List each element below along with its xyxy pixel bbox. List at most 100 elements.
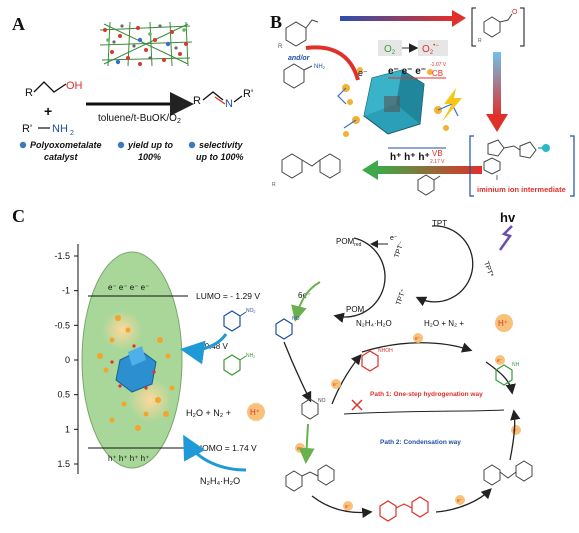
axis-tick-label: -1.5 bbox=[54, 251, 70, 261]
panel-c: C -1.5-1-0.500.511.5 e⁻ e⁻ e⁻ e⁻ h⁺ h⁺ h… bbox=[12, 206, 533, 522]
tpt-minus-label: TPT⁻ bbox=[393, 240, 405, 259]
plus-sign: + bbox=[44, 103, 52, 119]
light-arrow-icon bbox=[498, 225, 513, 251]
iminium-intermediate: I iminium ion intermediate bbox=[469, 135, 575, 197]
imine-r-label: R bbox=[193, 95, 201, 107]
axis-tick-label: 1 bbox=[65, 424, 70, 434]
benzylamine-bottom bbox=[417, 174, 441, 196]
tpt-electron-label: e⁻ bbox=[390, 235, 398, 242]
tpt-cycle: TPT TPT⁻ TPT* TPT⁺ e⁻ hv bbox=[370, 210, 516, 307]
pom-molecule-c bbox=[97, 310, 175, 431]
path2-label: Path 2: Condensation way bbox=[380, 439, 461, 446]
vb-holes: h⁺ h⁺ h⁺ bbox=[390, 152, 430, 163]
tpt-star-label: TPT* bbox=[482, 261, 494, 279]
globe-icon bbox=[117, 141, 125, 149]
benzylamine-nh2: NH2 bbox=[314, 64, 326, 70]
pom-cluster-illustration bbox=[99, 21, 193, 67]
pom-cycle: POMred POM 6e⁻ bbox=[291, 237, 386, 323]
blue-oxidation-arrow bbox=[183, 434, 247, 472]
bottom-gradient-arrow bbox=[378, 166, 482, 174]
bullet-3-line2: up to 100% bbox=[196, 152, 244, 162]
electron-marker-circle bbox=[343, 501, 353, 511]
condensation-green-arrow bbox=[298, 423, 315, 464]
electron-marker-label: e⁻ bbox=[297, 446, 303, 452]
product-r-label: R bbox=[272, 182, 276, 188]
red-swoosh-arrow bbox=[305, 45, 360, 81]
bullet-3-line1: selectivity bbox=[199, 140, 244, 150]
reaction-conditions: toluene/t-BuOK/O2 bbox=[98, 113, 181, 125]
pom-red-label: POMred bbox=[336, 237, 362, 248]
aldehyde-o-label: O bbox=[512, 9, 518, 16]
imine-r2-label: R' bbox=[243, 88, 253, 100]
bullet-2-line1: yield up to bbox=[127, 140, 174, 150]
green-electron-arrow bbox=[291, 281, 321, 322]
o2-box bbox=[378, 40, 402, 56]
homo-label: HOMO = 1.74 V bbox=[196, 443, 257, 453]
electron-marker-circle bbox=[511, 425, 521, 435]
vb-voltage: 2.17 V bbox=[430, 159, 445, 165]
electron-marker-label: e⁻ bbox=[513, 428, 519, 434]
nitrobenzene-start: NO bbox=[275, 316, 300, 340]
path1-label: Path 1: One-step hydrogenation way bbox=[370, 391, 483, 398]
iminium-label: iminium ion intermediate bbox=[477, 185, 566, 194]
aniline-product: NH bbox=[495, 362, 520, 386]
nitrobenzene-structure: NO2 bbox=[223, 308, 256, 332]
and-or-label: and/or bbox=[288, 55, 311, 62]
chain-arrow-3 bbox=[509, 409, 521, 461]
nhoh-label: NHOH bbox=[378, 348, 393, 354]
alcohol-oh-label: OH bbox=[66, 80, 83, 92]
axis-tick-label: -0.5 bbox=[54, 320, 70, 330]
pom-label: POM bbox=[346, 305, 365, 314]
nitro-label: NO2 bbox=[246, 308, 256, 314]
nitroso-label: NO bbox=[318, 398, 326, 404]
azobenzene-structure bbox=[379, 496, 429, 522]
globe-icon bbox=[188, 141, 196, 149]
tpt-plus-label: TPT⁺ bbox=[395, 288, 407, 307]
superoxide-box bbox=[418, 40, 448, 56]
electron-marker-circle bbox=[455, 495, 465, 505]
hydrazobenzene-structure bbox=[483, 460, 533, 486]
alcohol-structure: R OH bbox=[25, 80, 83, 99]
iminium-charge-icon bbox=[542, 144, 550, 152]
products2-text: H₂O + N₂ + bbox=[424, 319, 464, 328]
hydrazine2-text: N₂H₄·H₂O bbox=[356, 319, 392, 328]
homo-holes: h⁺ h⁺ h⁺ h⁺ bbox=[108, 454, 149, 463]
cycle-arrow-left bbox=[283, 341, 312, 403]
lumo-electrons: e⁻ e⁻ e⁻ e⁻ bbox=[108, 283, 149, 292]
amine-sub-label: 2 bbox=[70, 130, 74, 137]
hplus-label: H⁺ bbox=[250, 408, 260, 417]
hplus-circle bbox=[247, 403, 265, 421]
aldehyde-r-label: R bbox=[478, 38, 482, 44]
hydroxylamine-structure: NHOH bbox=[361, 348, 393, 372]
electron-marker-label: e⁻ bbox=[457, 498, 463, 504]
light-hv-label: hv bbox=[500, 210, 516, 225]
panel-c-letter: C bbox=[12, 206, 25, 226]
axis-tick-label: 0.5 bbox=[57, 390, 70, 400]
amine-r-label: R' bbox=[22, 123, 32, 135]
roman-numeral: I bbox=[496, 175, 498, 182]
right-gradient-arrow bbox=[493, 52, 501, 116]
panel-b: B R and/or NH2 bbox=[270, 7, 575, 197]
reduction-potential: −0.48 V bbox=[200, 342, 228, 351]
cycle-arrow-up bbox=[331, 354, 362, 405]
hydrazine-text: N₂H₄·H₂O bbox=[200, 476, 240, 486]
bullet-1-line1: Polyoxometalate bbox=[30, 140, 102, 150]
bullet-2-line2: 100% bbox=[138, 152, 161, 162]
panel-a-letter: A bbox=[12, 14, 25, 34]
axis-ticks: -1.5-1-0.500.511.5 bbox=[54, 251, 78, 469]
benzylamine-structure: NH2 bbox=[283, 63, 326, 89]
single-electron: e⁻ bbox=[358, 68, 368, 78]
imine-n-label: N bbox=[225, 98, 233, 110]
hplus2-circle bbox=[495, 314, 513, 332]
product-imine-b: R bbox=[272, 153, 341, 188]
feature-bullets: Polyoxometalate catalyst yield up to 100… bbox=[19, 140, 244, 162]
electron-marker-circle bbox=[331, 379, 341, 389]
chain-arrow-2 bbox=[435, 488, 492, 513]
axis-tick-label: 0 bbox=[65, 355, 70, 365]
aniline-structure: NH2 bbox=[223, 353, 255, 376]
styrene-r-label: R bbox=[278, 44, 283, 50]
o2-label: O2 bbox=[384, 44, 396, 56]
path1-line bbox=[343, 409, 505, 415]
azoxy-structure bbox=[285, 464, 335, 492]
